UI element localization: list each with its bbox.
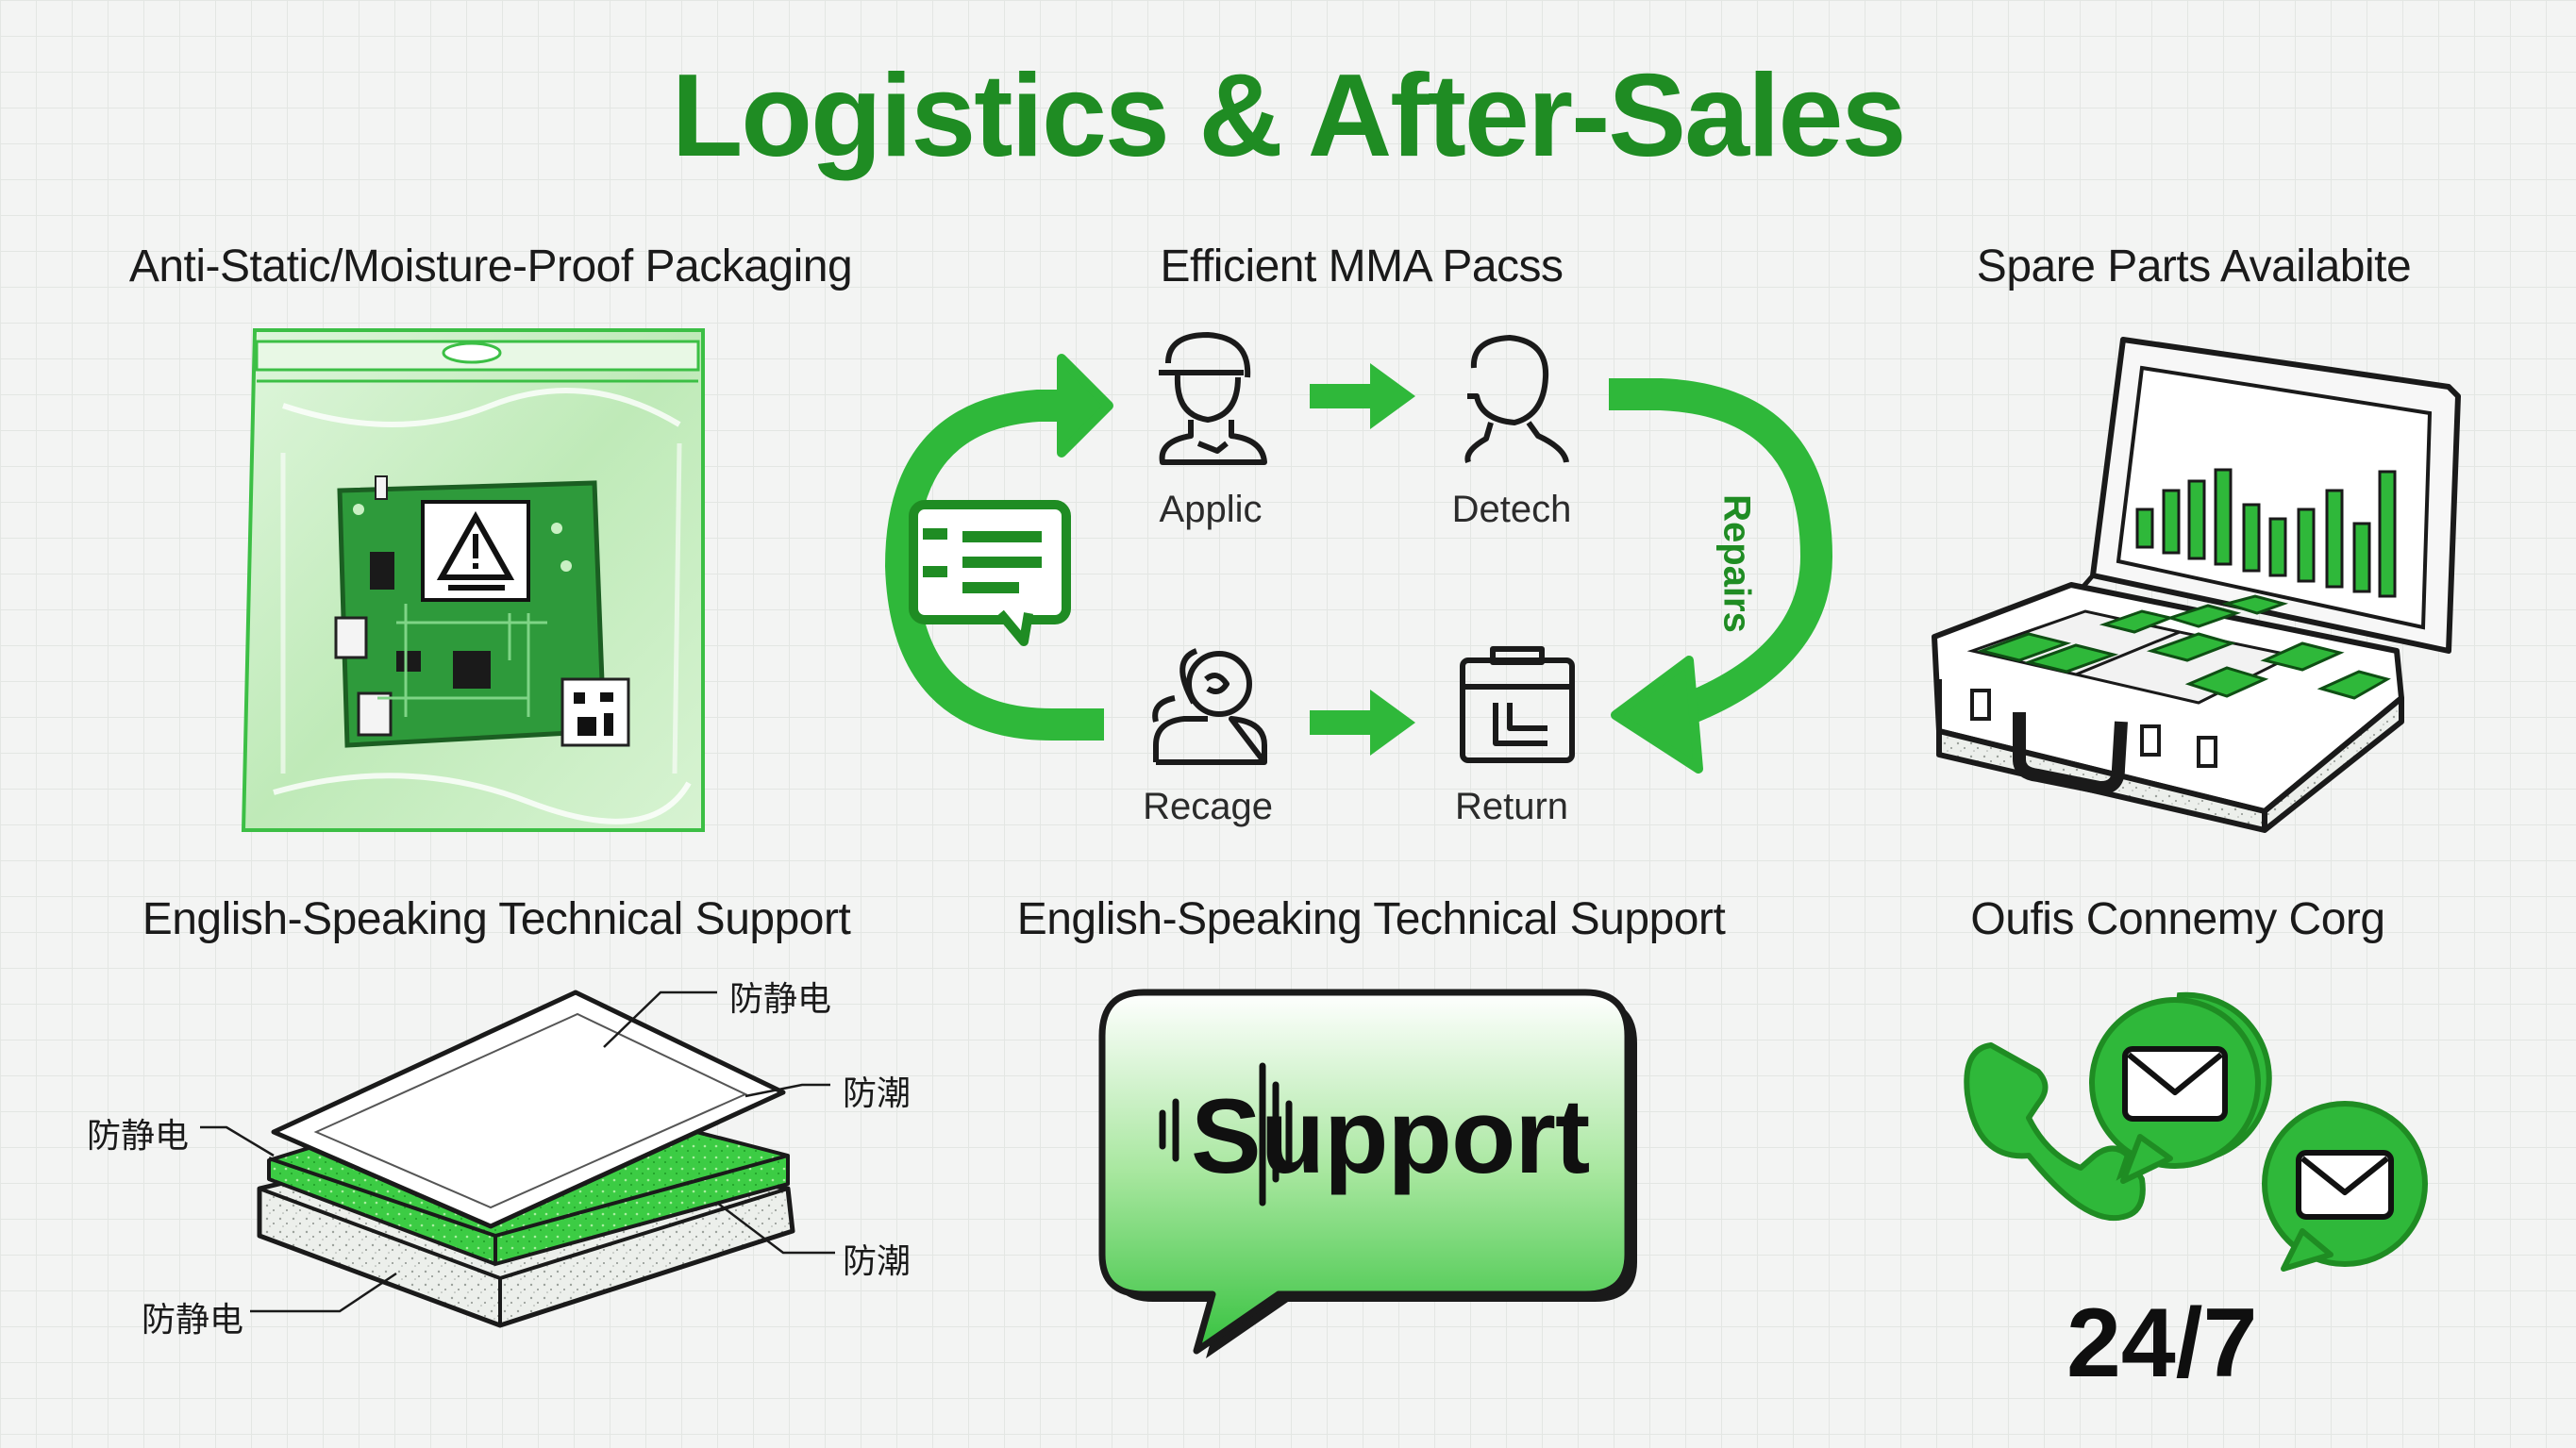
packaging-layers-illustration bbox=[200, 990, 835, 1328]
availability-text: 24/7 bbox=[2066, 1289, 2258, 1398]
support-speech-bubble bbox=[1098, 989, 1637, 1358]
layer-label-right-upper: 防潮 bbox=[843, 1074, 912, 1113]
process-cycle-arrows bbox=[884, 354, 1833, 774]
repairs-side-label-wrap: Repairs bbox=[1661, 494, 1812, 633]
step-recage-label: Recage bbox=[1143, 786, 1273, 827]
document-chat-icon bbox=[909, 500, 1071, 646]
inventory-bars-icon bbox=[2135, 468, 2397, 598]
step-apply-label: Applic bbox=[1159, 489, 1263, 530]
phone-icon bbox=[1964, 1042, 2146, 1222]
step-detect-label: Detech bbox=[1451, 489, 1572, 530]
spare-parts-heading: Spare Parts Availabite bbox=[1976, 241, 2412, 291]
support-bubble-text: Support bbox=[1191, 1077, 1590, 1195]
packaging-heading: Anti-Static/Moisture-Proof Packaging bbox=[128, 241, 853, 291]
spare-parts-case-illustration bbox=[1932, 337, 2461, 833]
layer-label-top-right: 防静电 bbox=[729, 980, 832, 1019]
support-heading: English-Speaking Technical Support bbox=[1016, 894, 1726, 944]
step-return-label: Return bbox=[1454, 786, 1569, 827]
technician-person-icon bbox=[1464, 335, 1569, 463]
recage-headset-icon bbox=[1152, 648, 1267, 765]
customer-person-icon bbox=[1159, 332, 1267, 465]
layer-label-bottom-left: 防静电 bbox=[142, 1301, 244, 1340]
circuit-board-icon bbox=[334, 475, 630, 748]
process-heading: Efficient MMA Pacss bbox=[1160, 241, 1564, 291]
anti-static-bag-illustration bbox=[241, 328, 705, 832]
email-chat-icon-2 bbox=[2262, 1101, 2428, 1272]
page-title: Logistics & After-Sales bbox=[671, 51, 1907, 181]
return-package-icon bbox=[1460, 646, 1575, 763]
layers-heading: English-Speaking Technical Support bbox=[142, 894, 851, 944]
contact-heading: Oufis Connemy Corg bbox=[1970, 894, 2385, 944]
email-chat-icon bbox=[2089, 991, 2272, 1184]
layer-label-left: 防静电 bbox=[87, 1117, 190, 1156]
layer-label-right-lower: 防潮 bbox=[843, 1242, 912, 1281]
sound-wave-icon bbox=[1159, 1062, 1293, 1207]
repairs-side-label: Repairs bbox=[1715, 494, 1758, 633]
